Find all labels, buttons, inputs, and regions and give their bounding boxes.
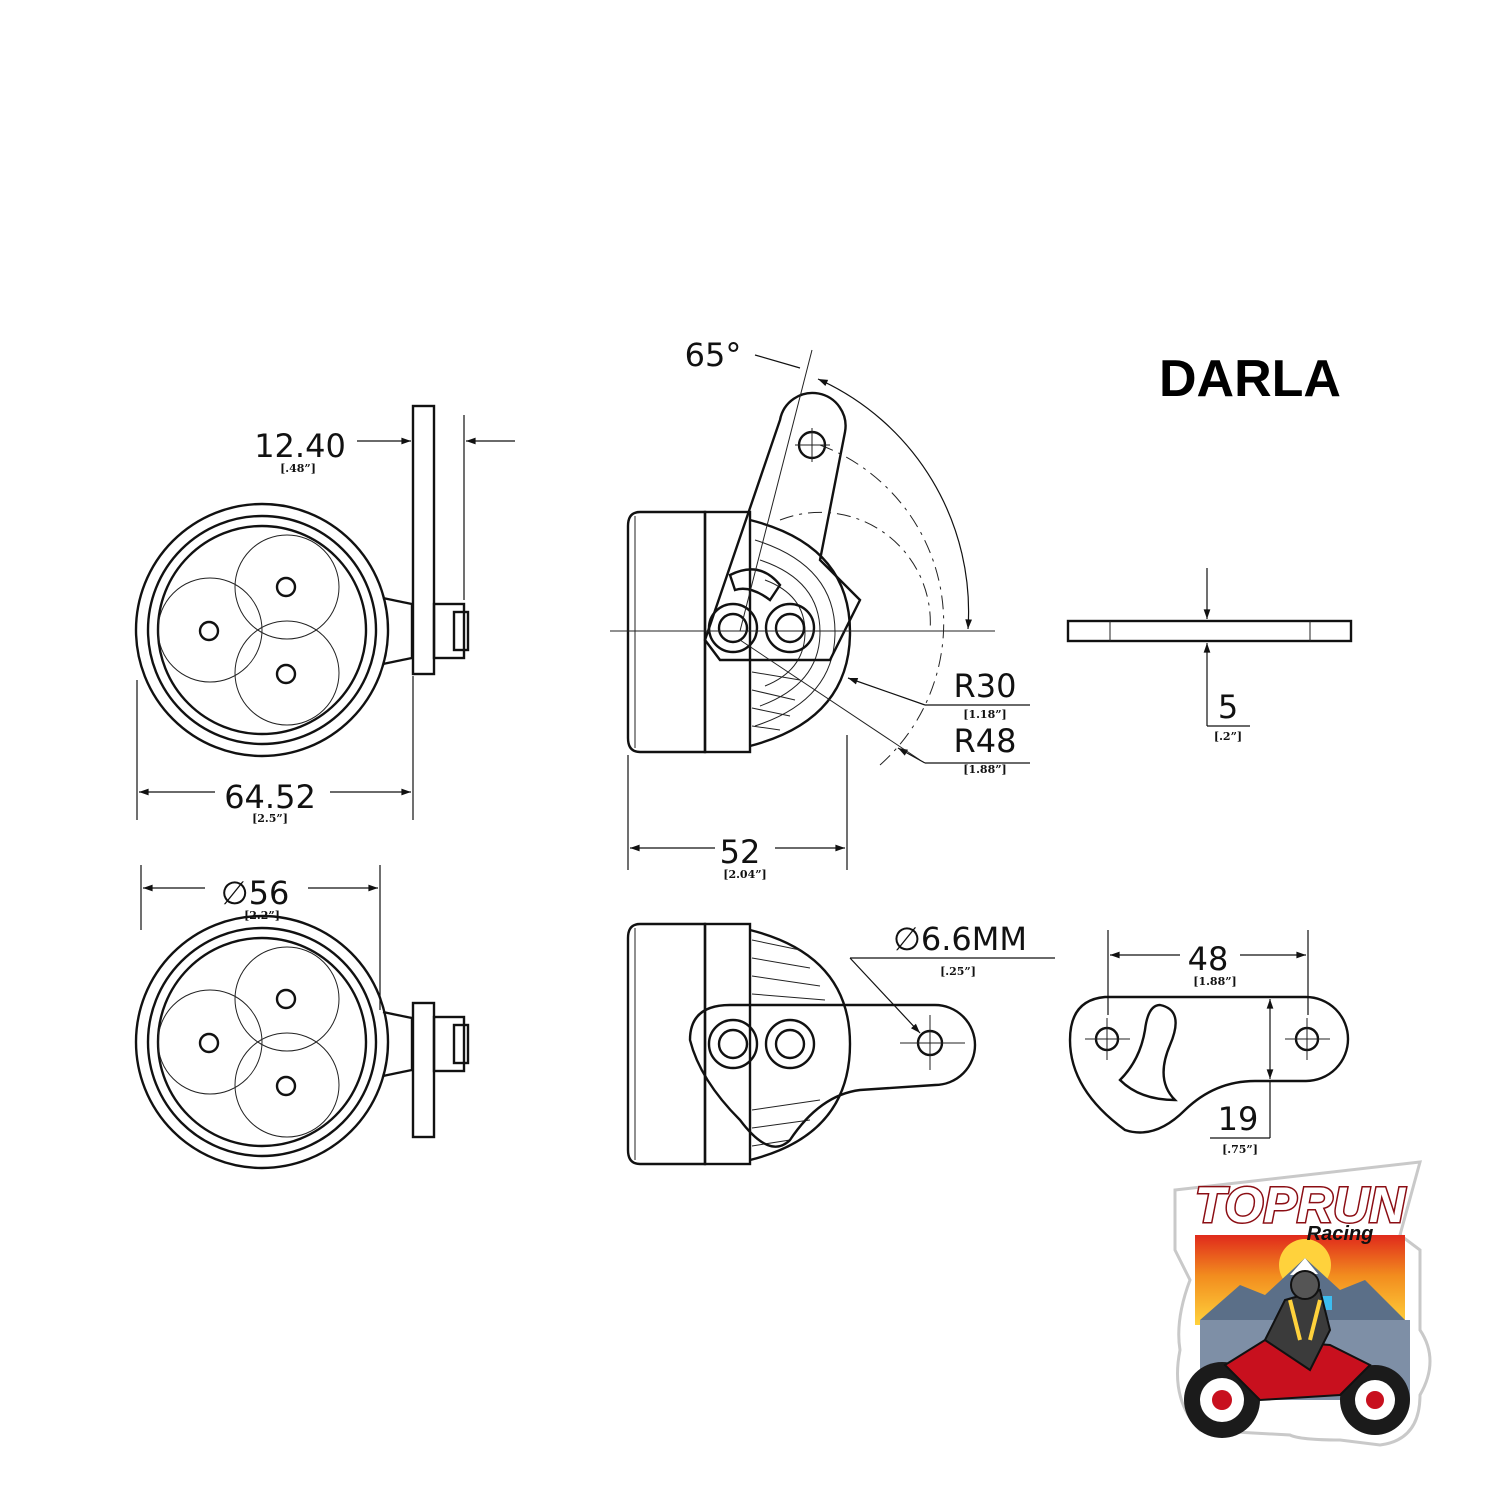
side-view-bottom <box>626 922 1055 1166</box>
hole-diameter-dimension: ∅6.6MM [.25”] <box>893 920 1027 978</box>
hole-spacing-value: 48 <box>1188 940 1229 978</box>
hole-diameter-value: ∅6.6MM <box>893 920 1027 958</box>
plate-edge-view <box>1066 568 1353 727</box>
radius-small-inch: [1.18”] <box>963 708 1007 721</box>
bracket-width-inch: [.48”] <box>280 462 316 475</box>
plate-thickness-dimension: 5 [.2”] <box>1214 688 1242 743</box>
depth-inch: [2.04”] <box>723 868 767 881</box>
hole-offset-inch: [.75”] <box>1222 1143 1258 1156</box>
bracket-width-value: 12.40 <box>254 427 346 465</box>
hole-offset-value: 19 <box>1218 1100 1259 1138</box>
front-view-bottom <box>134 865 470 1170</box>
radius-large-dimension: R48 [1.88”] <box>954 722 1017 776</box>
diameter-dimension: ∅56 [2.2”] <box>221 874 290 922</box>
logo-tagline: Racing <box>1307 1223 1374 1245</box>
plate-plan-view <box>1068 930 1350 1139</box>
overall-width-inch: [2.5”] <box>252 812 288 825</box>
angle-dimension: 65° <box>685 336 742 374</box>
radius-small-dimension: R30 [1.18”] <box>954 667 1017 721</box>
diameter-inch: [2.2”] <box>244 909 280 922</box>
front-view-top <box>134 404 515 820</box>
plate-thickness-inch: [.2”] <box>1214 730 1242 743</box>
hole-diameter-inch: [.25”] <box>940 965 976 978</box>
depth-dimension: 52 [2.04”] <box>720 833 767 881</box>
radius-large-value: R48 <box>954 722 1017 760</box>
hole-offset-dimension: 19 [.75”] <box>1218 1100 1259 1156</box>
diameter-value: ∅56 <box>221 874 290 912</box>
angle-value: 65° <box>685 336 742 374</box>
overall-width-dimension: 64.52 [2.5”] <box>224 778 316 825</box>
plate-thickness-value: 5 <box>1218 688 1238 726</box>
overall-width-value: 64.52 <box>224 778 316 816</box>
depth-value: 52 <box>720 833 761 871</box>
bracket-width-dimension: 12.40 [.48”] <box>254 427 346 475</box>
hole-spacing-dimension: 48 [1.88”] <box>1188 940 1237 988</box>
toprun-racing-logo: TOPRUN Racing <box>1173 1160 1432 1447</box>
logo-brand: TOPRUN <box>1195 1177 1406 1233</box>
hole-spacing-inch: [1.88”] <box>1193 975 1237 988</box>
side-view-top <box>610 349 1030 870</box>
radius-large-inch: [1.88”] <box>963 763 1007 776</box>
radius-small-value: R30 <box>954 667 1017 705</box>
product-title: DARLA <box>1159 350 1341 408</box>
